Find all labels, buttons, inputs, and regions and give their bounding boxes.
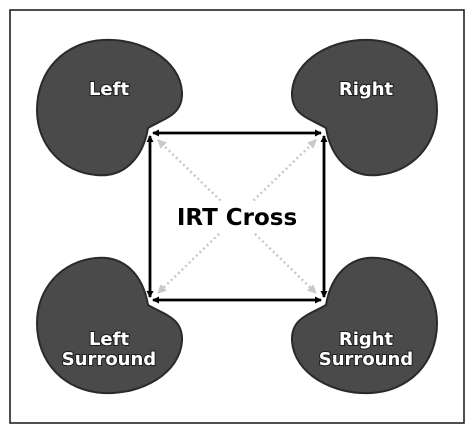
left-surround-label-line-1: Left: [89, 329, 130, 350]
right-speaker-lobe: [290, 38, 439, 177]
left-speaker-lobe: [35, 38, 184, 177]
left-surround-speaker-lobe: [35, 256, 184, 395]
center-label-backdrop: [170, 201, 304, 233]
right-surround-label-line-2: Surround: [319, 349, 413, 370]
right-speaker-label: Right: [339, 79, 394, 100]
right-surround-speaker-lobe: [290, 256, 439, 395]
left-speaker-label: Left: [89, 79, 130, 100]
right-surround-label-line-1: Right: [339, 329, 394, 350]
diagonal-arrow-right-to-left-surround: [157, 139, 317, 294]
center-label: IRT Cross: [177, 205, 297, 231]
left-surround-label-line-2: Surround: [62, 349, 156, 370]
